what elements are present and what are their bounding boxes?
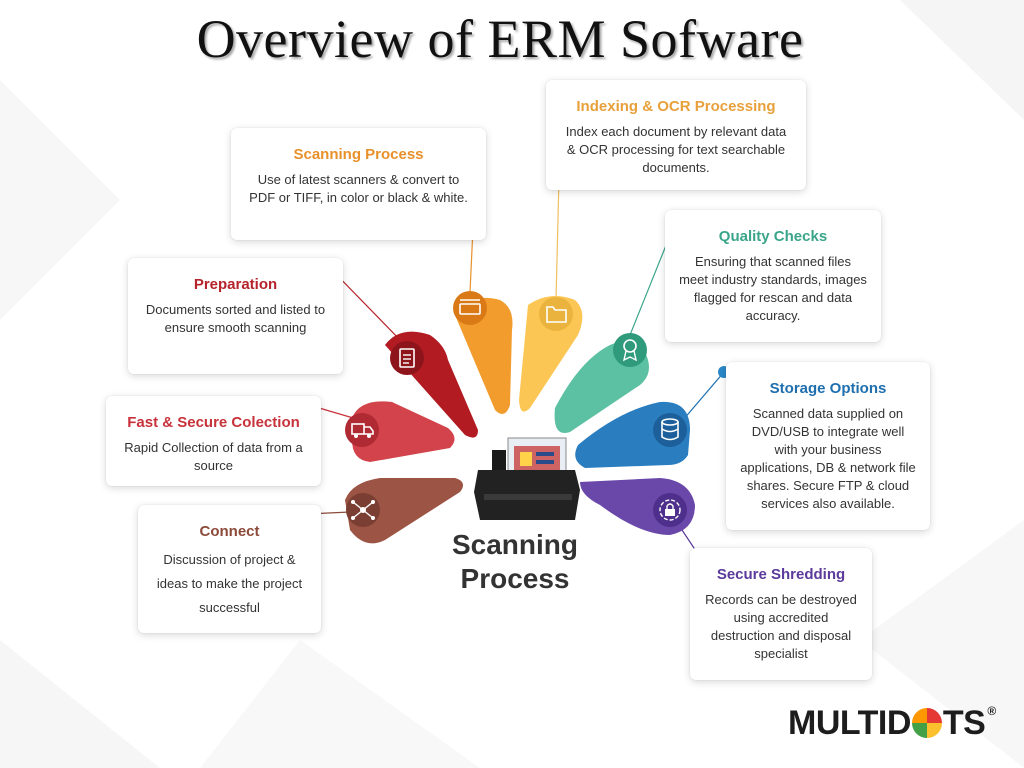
storage-card-title: Storage Options xyxy=(769,380,887,397)
document-icon xyxy=(390,341,424,375)
indexing-card-title: Indexing & OCR Processing xyxy=(576,98,776,115)
connect-card-title: Connect xyxy=(199,523,260,540)
storage-card: Storage Options Scanned data supplied on… xyxy=(726,362,930,530)
indexing-card-text: Index each document by relevant data & O… xyxy=(565,124,787,175)
database-icon xyxy=(653,413,687,447)
shredding-card-title: Secure Shredding xyxy=(716,566,846,583)
scanning-card-title: Scanning Process xyxy=(293,146,424,163)
storage-card-text: Scanned data supplied on DVD/USB to inte… xyxy=(740,406,916,511)
scanning-card-text: Use of latest scanners & convert to PDF … xyxy=(249,172,468,205)
collection-card-title: Fast & Secure Colection xyxy=(127,414,300,431)
connect-petal xyxy=(345,478,464,544)
quality-card-text: Ensuring that scanned files meet industr… xyxy=(679,254,867,323)
indexing-connector xyxy=(555,177,560,301)
connect-card: Connect Discussion of project & ideas to… xyxy=(138,505,321,633)
logo-text-a: MULTID xyxy=(788,704,911,742)
network-icon xyxy=(346,493,380,527)
logo-text-b: TS xyxy=(942,704,986,742)
storage-connector xyxy=(682,371,725,421)
shredding-card-text: Records can be destroyed using accredite… xyxy=(705,592,857,661)
connect-card-text: Discussion of project & ideas to make th… xyxy=(156,552,303,615)
shredding-card: Secure Shredding Records can be destroye… xyxy=(690,548,872,680)
indexing-card: Indexing & OCR Processing Index each doc… xyxy=(546,80,806,190)
preparation-card-title: Preparation xyxy=(193,276,278,293)
preparation-card-text: Documents sorted and listed to ensure sm… xyxy=(145,302,326,335)
award-icon xyxy=(613,333,647,367)
logo-registered-mark: ® xyxy=(987,704,996,718)
scanning-card: Scanning Process Use of latest scanners … xyxy=(231,128,486,240)
center-label-line1: Scanning xyxy=(451,529,578,560)
scanner-illustration xyxy=(474,437,580,520)
collection-petal xyxy=(352,401,455,462)
collection-card-text: Rapid Collection of data from a source xyxy=(124,440,303,473)
quality-card-title: Quality Checks xyxy=(718,228,828,245)
center-label: Scanning Process xyxy=(430,528,600,596)
center-label-line2: Process xyxy=(460,563,570,594)
scanner-icon xyxy=(453,291,487,325)
multidots-logo: MULTID TS® xyxy=(788,704,996,743)
slide-title: Overview of ERM Sofware xyxy=(196,9,804,69)
collection-card: Fast & Secure Colection Rapid Collection… xyxy=(106,396,321,486)
logo-dot-icon xyxy=(911,708,942,738)
lock-icon xyxy=(653,493,687,527)
truck-icon xyxy=(345,413,379,447)
quality-card: Quality Checks Ensuring that scanned fil… xyxy=(665,210,881,342)
preparation-card: Preparation Documents sorted and listed … xyxy=(128,258,343,374)
folder-icon xyxy=(539,297,573,331)
scanning-petal xyxy=(455,297,513,414)
